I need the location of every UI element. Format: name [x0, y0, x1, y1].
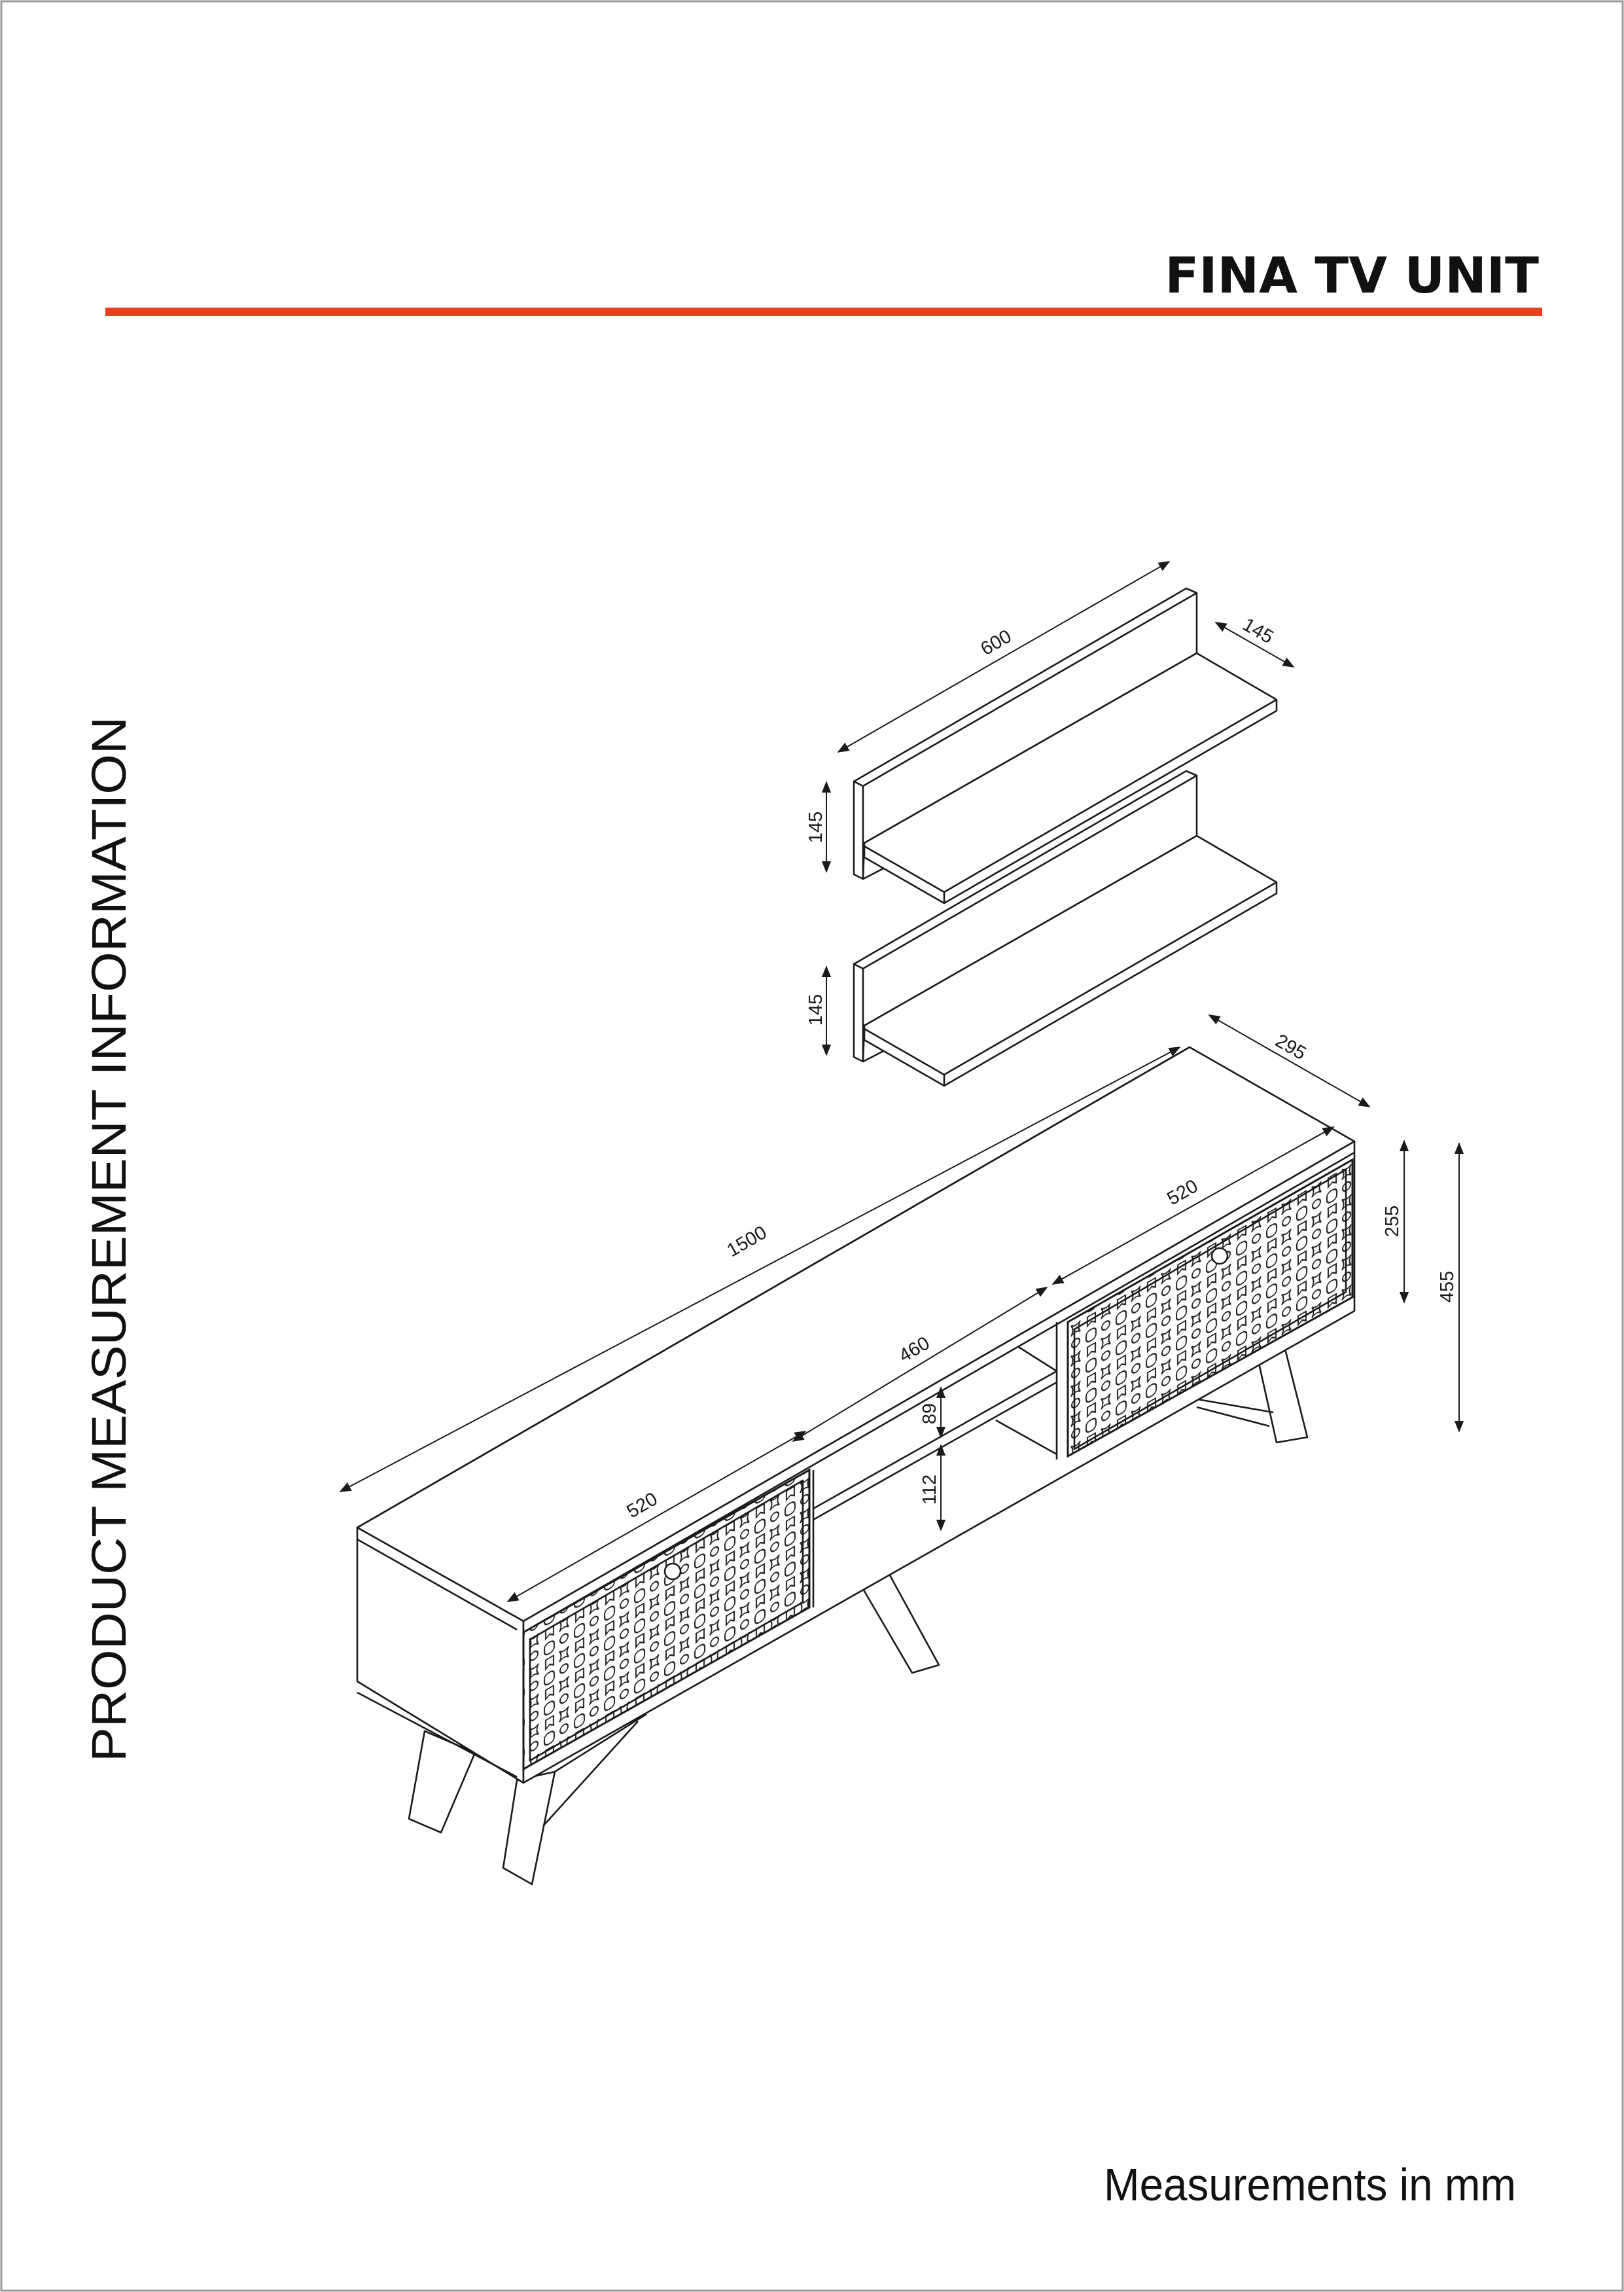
left-door-handle[interactable]	[663, 1562, 682, 1581]
dim-lower-shelf-height: 145	[805, 994, 826, 1026]
dim-shelf-width: 600	[978, 626, 1015, 660]
dim-upper-shelf-height: 145	[805, 812, 826, 843]
dim-unit-width: 1500	[724, 1222, 771, 1261]
tv-unit	[356, 1046, 1356, 1886]
dim-shelf-depth: 145	[1239, 614, 1277, 648]
side-heading: PRODUCT MEASUREMENT INFORMATION	[82, 717, 136, 1762]
dim-upper-opening-height: 89	[919, 1403, 940, 1424]
footer-note: Measurements in mm	[1104, 2159, 1516, 2210]
page-title: FINA TV UNIT	[1165, 246, 1539, 304]
dim-unit-depth: 295	[1272, 1030, 1310, 1064]
dim-lower-opening-height: 112	[919, 1475, 940, 1505]
dim-total-height: 455	[1437, 1271, 1458, 1302]
dimension-lines	[339, 561, 1464, 1602]
dim-body-height: 255	[1382, 1206, 1403, 1237]
title-underline	[105, 308, 1542, 316]
right-door-handle[interactable]	[1210, 1247, 1229, 1265]
